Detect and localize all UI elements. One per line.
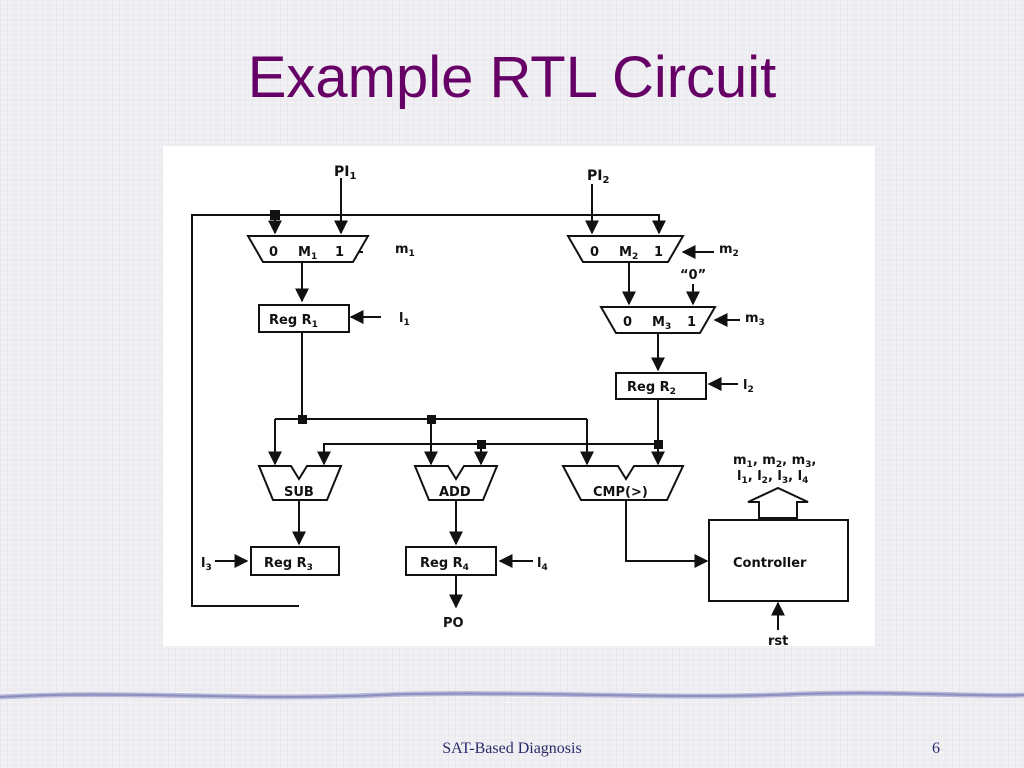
label-pi1: PI1: [334, 164, 356, 182]
unit-sub-label: SUB: [284, 485, 314, 500]
wire-feedback-r3: [191, 214, 299, 607]
mux-m3-label: M3: [652, 315, 671, 332]
wire-cmp-controller: [625, 500, 709, 568]
slide-title: Example RTL Circuit: [247, 45, 777, 110]
mux-m2-label-0: 0: [590, 245, 599, 260]
reg-r1-label: Reg R1: [269, 313, 318, 330]
wire-feedback-m2: [275, 214, 666, 235]
controller-outputs-line1: m1, m2, m3,: [733, 453, 816, 470]
junction-dot: [270, 210, 280, 220]
unit-cmp: [561, 465, 685, 501]
circuit-svg: PI1 PI2 0 M1 1 0 M2 1 0 M3 1 m1 m2 m3 “0…: [191, 164, 849, 646]
reg-r2: [615, 372, 707, 400]
controller-outputs-line2: l1, l2, l3, l4: [737, 469, 808, 486]
footer-wave-divider: [0, 690, 1024, 700]
mux-m2-label: M2: [619, 245, 638, 262]
label-l2: l2: [743, 378, 754, 395]
mux-m1-label-0: 0: [269, 245, 278, 260]
reg-r3-label: Reg R3: [264, 556, 313, 573]
mux-m3: [599, 306, 717, 334]
controller-output-arrow: [747, 486, 809, 519]
label-pi2: PI2: [587, 168, 609, 186]
reg-r4-label: Reg R4: [420, 556, 469, 573]
page-number: 6: [932, 740, 940, 757]
label-l1: l1: [399, 311, 410, 328]
controller-label: Controller: [733, 556, 807, 571]
label-l4: l4: [537, 556, 548, 573]
unit-add: [413, 465, 499, 501]
label-m1: m1: [395, 242, 415, 259]
mux-m1: [246, 235, 370, 263]
footer-title: SAT-Based Diagnosis: [442, 740, 582, 757]
unit-add-label: ADD: [439, 485, 471, 500]
label-m2: m2: [719, 242, 739, 259]
mux-m1-label: M1: [298, 245, 317, 262]
mux-m2: [566, 235, 685, 263]
reg-r2-label: Reg R2: [627, 380, 676, 397]
controller-box: [708, 519, 849, 602]
reg-r1: [258, 304, 350, 333]
label-zero-const: “0”: [680, 268, 706, 283]
label-rst: rst: [768, 634, 788, 646]
junction-dot: [654, 440, 663, 449]
mux-m3-label-1: 1: [687, 315, 696, 330]
label-po: PO: [443, 616, 464, 631]
junction-dot: [298, 415, 307, 424]
mux-m1-label-1: 1: [335, 245, 344, 260]
label-m3: m3: [745, 311, 765, 328]
mux-m2-label-1: 1: [654, 245, 663, 260]
unit-sub: [257, 465, 343, 501]
junction-dot: [477, 440, 486, 449]
mux-m3-label-0: 0: [623, 315, 632, 330]
junction-dot: [427, 415, 436, 424]
reg-r3: [250, 546, 340, 576]
label-l3: l3: [201, 556, 212, 573]
reg-r4: [405, 546, 497, 576]
bus-r2: [317, 443, 658, 466]
rtl-circuit-diagram: PI1 PI2 0 M1 1 0 M2 1 0 M3 1 m1 m2 m3 “0…: [163, 146, 875, 646]
unit-cmp-label: CMP(>): [593, 485, 648, 500]
junction-dots: [270, 210, 663, 449]
